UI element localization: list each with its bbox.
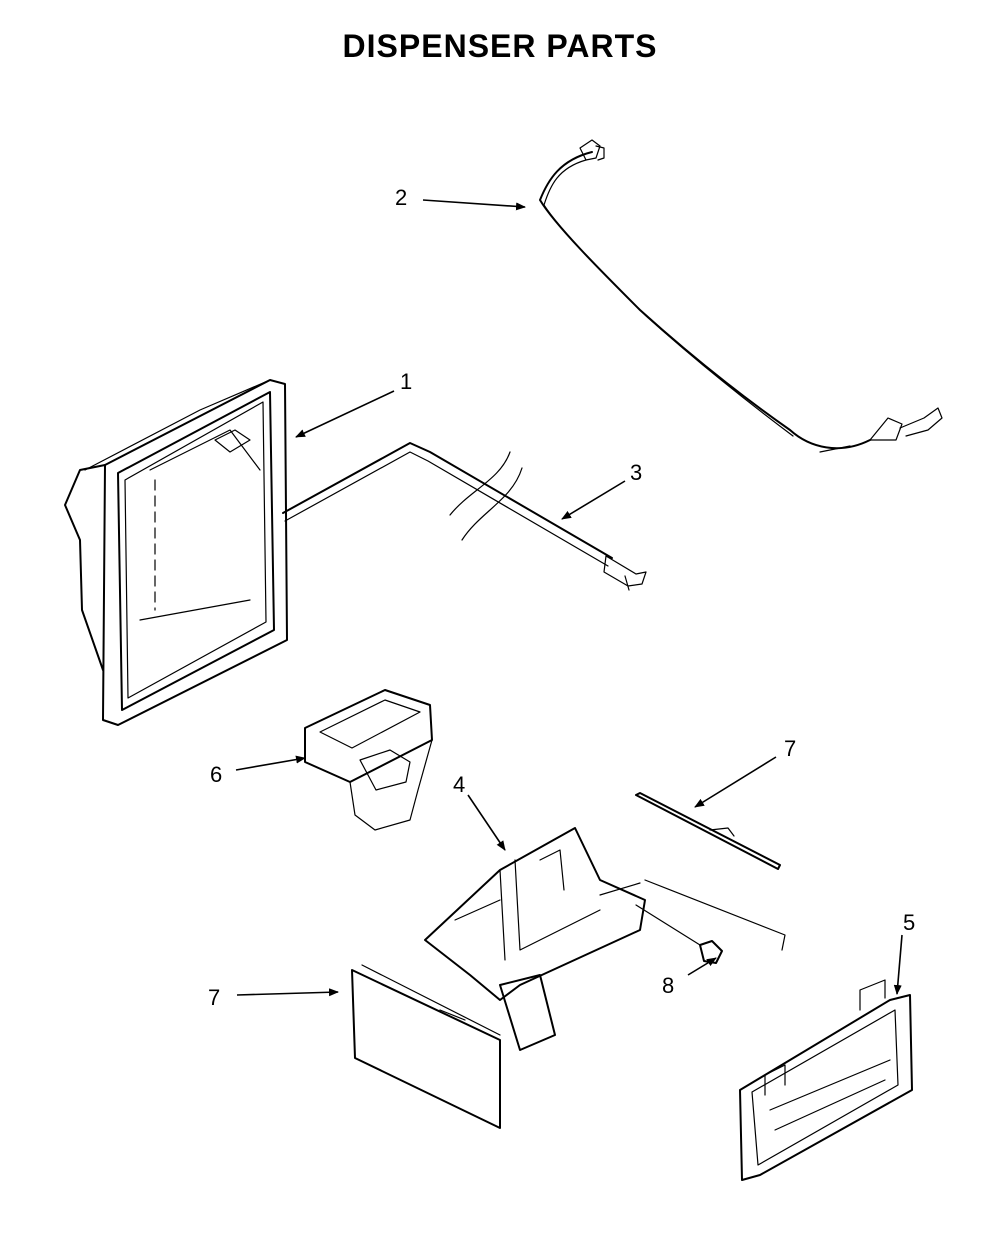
callout-label-6: 6 xyxy=(210,762,222,787)
callout-arrow-7-lower xyxy=(236,988,339,997)
trim-strip-upper-part xyxy=(635,792,781,870)
callout-arrow-4 xyxy=(467,794,506,851)
callout-label-7-upper: 7 xyxy=(784,736,796,761)
trim-rail xyxy=(644,879,786,951)
callout-arrow-7-upper xyxy=(694,756,777,808)
callout-label-5: 5 xyxy=(903,910,915,935)
screw-part xyxy=(635,904,723,964)
dispenser-housing-part xyxy=(64,379,288,726)
ice-chute-part xyxy=(304,689,433,831)
control-panel-part xyxy=(739,979,913,1181)
callout-arrow-2 xyxy=(422,199,526,211)
water-tube-part xyxy=(282,442,647,591)
callout-label-7-lower: 7 xyxy=(208,985,220,1010)
lever-bracket-assembly-part xyxy=(424,827,646,1051)
callout-arrow-5 xyxy=(893,934,903,995)
callout-arrow-6 xyxy=(235,755,306,771)
callout-label-3: 3 xyxy=(630,460,642,485)
callout-label-8: 8 xyxy=(662,973,674,998)
wire-harness-part xyxy=(539,139,943,453)
callout-label-2: 2 xyxy=(395,185,407,210)
callout-label-1: 1 xyxy=(400,369,412,394)
trim-panel-lower-part xyxy=(351,964,501,1129)
page-title: DISPENSER PARTS xyxy=(342,28,658,64)
callout-arrow-3 xyxy=(561,480,626,520)
callout-arrow-1 xyxy=(295,390,395,438)
callout-arrow-8 xyxy=(687,957,717,976)
callout-label-4: 4 xyxy=(453,772,465,797)
